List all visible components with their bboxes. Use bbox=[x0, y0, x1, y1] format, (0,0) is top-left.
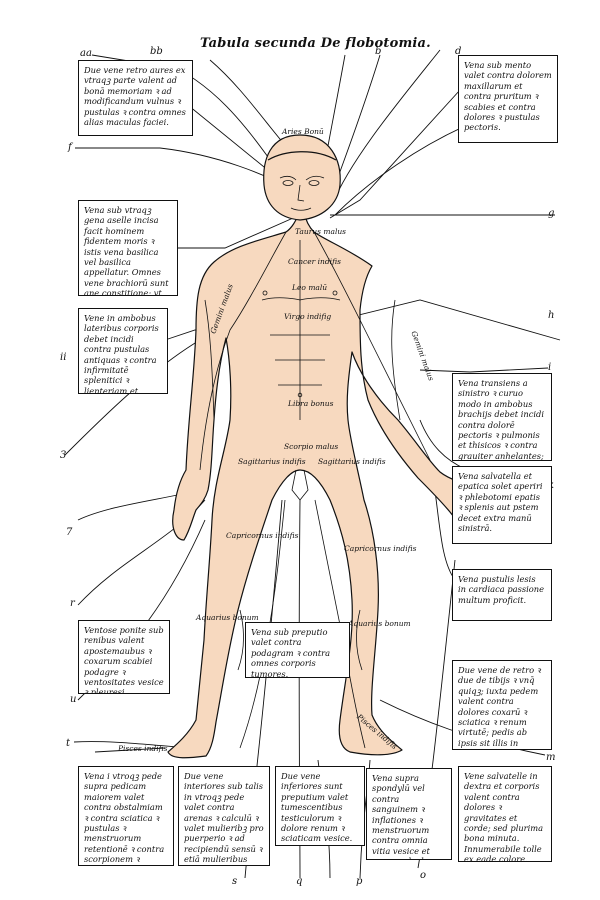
letter-3: 3 bbox=[60, 450, 67, 461]
letter-u: u bbox=[70, 694, 77, 705]
leader-line bbox=[75, 147, 296, 191]
text-box-lower-veins: Due vene inferiores sunt preputium valet… bbox=[275, 766, 365, 846]
letter-q: q bbox=[296, 876, 303, 887]
text-box-legs: Due vene de retro ꝛ due de tibijs ꝛ vnq̄… bbox=[452, 660, 552, 750]
zodiac-capricorn-right: Capricornus indifis bbox=[344, 544, 417, 553]
text-box-preputium: Vena sub preputio valet contra podagram … bbox=[245, 622, 350, 678]
body-details bbox=[204, 175, 401, 671]
letter-t: t bbox=[66, 738, 71, 749]
letter-bb: bb bbox=[150, 46, 163, 57]
letter-o: o bbox=[420, 870, 427, 881]
zodiac-cancer: Cancer indifis bbox=[288, 257, 341, 266]
text-box-cardiac: Vena pustulis lesis in cardiaca passione… bbox=[452, 569, 552, 621]
leader-line bbox=[94, 747, 166, 753]
zodiac-pisces-left: Pisces indifis bbox=[118, 744, 168, 753]
letter-ii: ii bbox=[60, 352, 67, 363]
letter-r: r bbox=[70, 598, 75, 609]
text-box-hand: Vena salvatella et epatica solet aperiri… bbox=[452, 466, 552, 544]
text-box-foot-inner: Due vene interiores sub talis in vtroqꝫ … bbox=[178, 766, 270, 866]
zodiac-sagittarius-left: Sagittarius indifis bbox=[238, 457, 306, 466]
letter-s: s bbox=[232, 876, 238, 887]
text-box-ears: Due vene retro aures ex vtraqꝫ parte val… bbox=[78, 60, 193, 136]
letter-d: d bbox=[455, 46, 462, 57]
text-box-kidneys: Ventose ponite sub renibus valent aposte… bbox=[78, 620, 170, 694]
letter-b: b bbox=[375, 46, 382, 57]
letter-m: m bbox=[546, 752, 556, 763]
zodiac-sagittarius-right: Sagittarius indifis bbox=[318, 457, 386, 466]
letter-h: h bbox=[548, 310, 555, 321]
leader-line bbox=[331, 49, 441, 206]
zodiac-leo: Leo malū bbox=[292, 283, 328, 292]
text-box-chin: Vena sub mento valet contra dolorem maxi… bbox=[458, 55, 558, 143]
text-box-sides: Vene in ambobus lateribus corporis debet… bbox=[78, 308, 168, 394]
zodiac-taurus: Taurus malus bbox=[295, 227, 347, 236]
leader-line bbox=[175, 214, 301, 249]
letter-f: f bbox=[68, 142, 72, 153]
zodiac-aquarius-right: Aquarius bonum bbox=[348, 619, 411, 628]
zodiac-capricorn-left: Capricornus indifis bbox=[226, 531, 299, 540]
zodiac-virgo: Virgo indifig bbox=[284, 312, 332, 321]
letter-g: g bbox=[548, 208, 555, 219]
leader-line bbox=[329, 89, 461, 219]
text-box-arms: Vena transiens a sinistro ꝛ curuo modo i… bbox=[452, 373, 552, 461]
leader-line bbox=[64, 339, 201, 456]
leader-line bbox=[419, 367, 549, 373]
letter-aa: aa bbox=[80, 48, 92, 59]
zodiac-scorpio: Scorpio malus bbox=[284, 442, 339, 451]
text-box-cheek: Vena sub vtraqꝫ gena aselle incisa facit… bbox=[78, 200, 178, 296]
zodiac-aries: Aries Bonū bbox=[282, 127, 324, 136]
zodiac-libra: Libra bonus bbox=[288, 399, 334, 408]
letter-7: 7 bbox=[66, 527, 73, 538]
page-title: Tabula secunda De flobotomia. bbox=[200, 36, 431, 51]
text-box-ankle: Vena supra spondylū vel contra sanguinem… bbox=[366, 768, 452, 860]
zodiac-aquarius-left: Aquarius bonum bbox=[196, 613, 259, 622]
letter-p: p bbox=[356, 876, 363, 887]
letter-i: i bbox=[548, 362, 552, 373]
head bbox=[263, 134, 341, 221]
text-box-salvatella: Vene salvatelle in dextra et corporis va… bbox=[458, 766, 552, 862]
text-box-foot-outer: Vena i vtroqꝫ pede supra pedicam maiorem… bbox=[78, 766, 174, 866]
